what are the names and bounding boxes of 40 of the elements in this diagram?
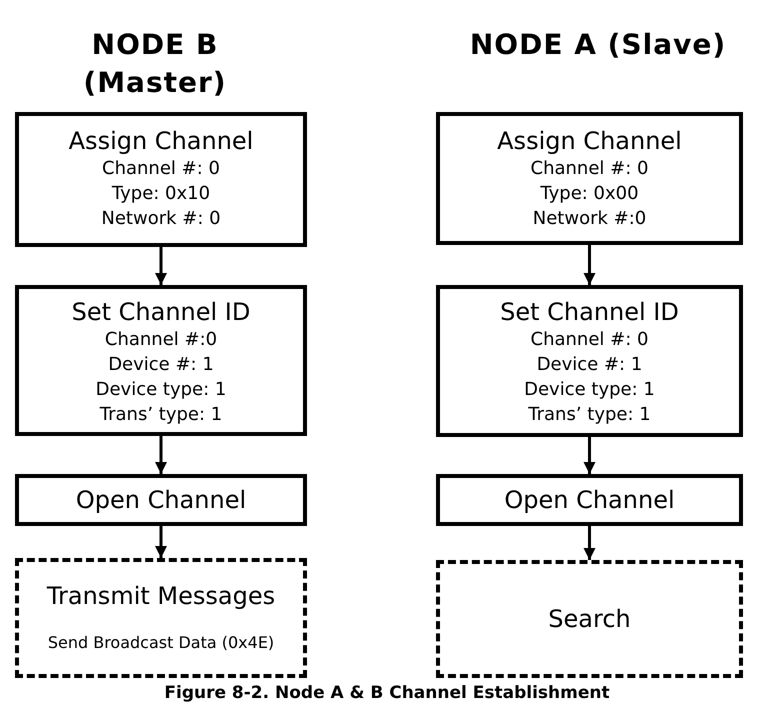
step-detail: Device #: 1 (536, 353, 642, 377)
step-detail: Device type: 1 (96, 378, 226, 402)
arrow (584, 437, 596, 474)
step-detail: Type: 0x10 (112, 182, 210, 206)
step-detail: Network #:0 (532, 207, 646, 231)
arrow (155, 247, 167, 285)
dashed-step-box (436, 560, 743, 678)
step-title: Search (548, 604, 631, 634)
step-box (15, 112, 307, 247)
step-detail: Channel #:0 (104, 328, 218, 352)
step-title: Set Channel ID (500, 297, 679, 327)
step-title: Assign Channel (497, 126, 682, 156)
step-title: Open Channel (76, 485, 246, 515)
step-title: Set Channel ID (72, 297, 250, 327)
step-detail: Network #: 0 (101, 207, 221, 231)
step-detail: Channel #: 0 (530, 157, 648, 181)
arrow (584, 245, 596, 285)
step-detail: Trans’ type: 1 (528, 403, 651, 427)
step-box (436, 474, 743, 526)
step-detail: Device type: 1 (524, 378, 655, 402)
step-detail: Channel #: 0 (530, 328, 648, 352)
step-title: Open Channel (504, 485, 675, 515)
arrow (584, 526, 596, 560)
step-box (15, 285, 307, 436)
step-detail: Device #: 1 (108, 353, 214, 377)
figure-caption: Figure 8-2. Node A & B Channel Establishment (163, 683, 611, 703)
step-detail: Type: 0x00 (540, 182, 639, 206)
step-detail: Send Broadcast Data (0x4E) (48, 632, 274, 654)
step-box (436, 285, 743, 437)
column-heading: NODE B (Master) (82, 27, 228, 101)
dashed-step-box (15, 558, 307, 678)
step-detail: Trans’ type: 1 (100, 403, 222, 427)
step-box (436, 112, 743, 245)
arrow (155, 436, 167, 474)
step-box (15, 474, 307, 526)
column-heading: NODE A (Slave) (468, 27, 728, 63)
arrow (155, 526, 167, 558)
step-title: Transmit Messages (46, 581, 276, 611)
step-detail: Channel #: 0 (102, 157, 220, 181)
step-title: Assign Channel (68, 126, 254, 156)
